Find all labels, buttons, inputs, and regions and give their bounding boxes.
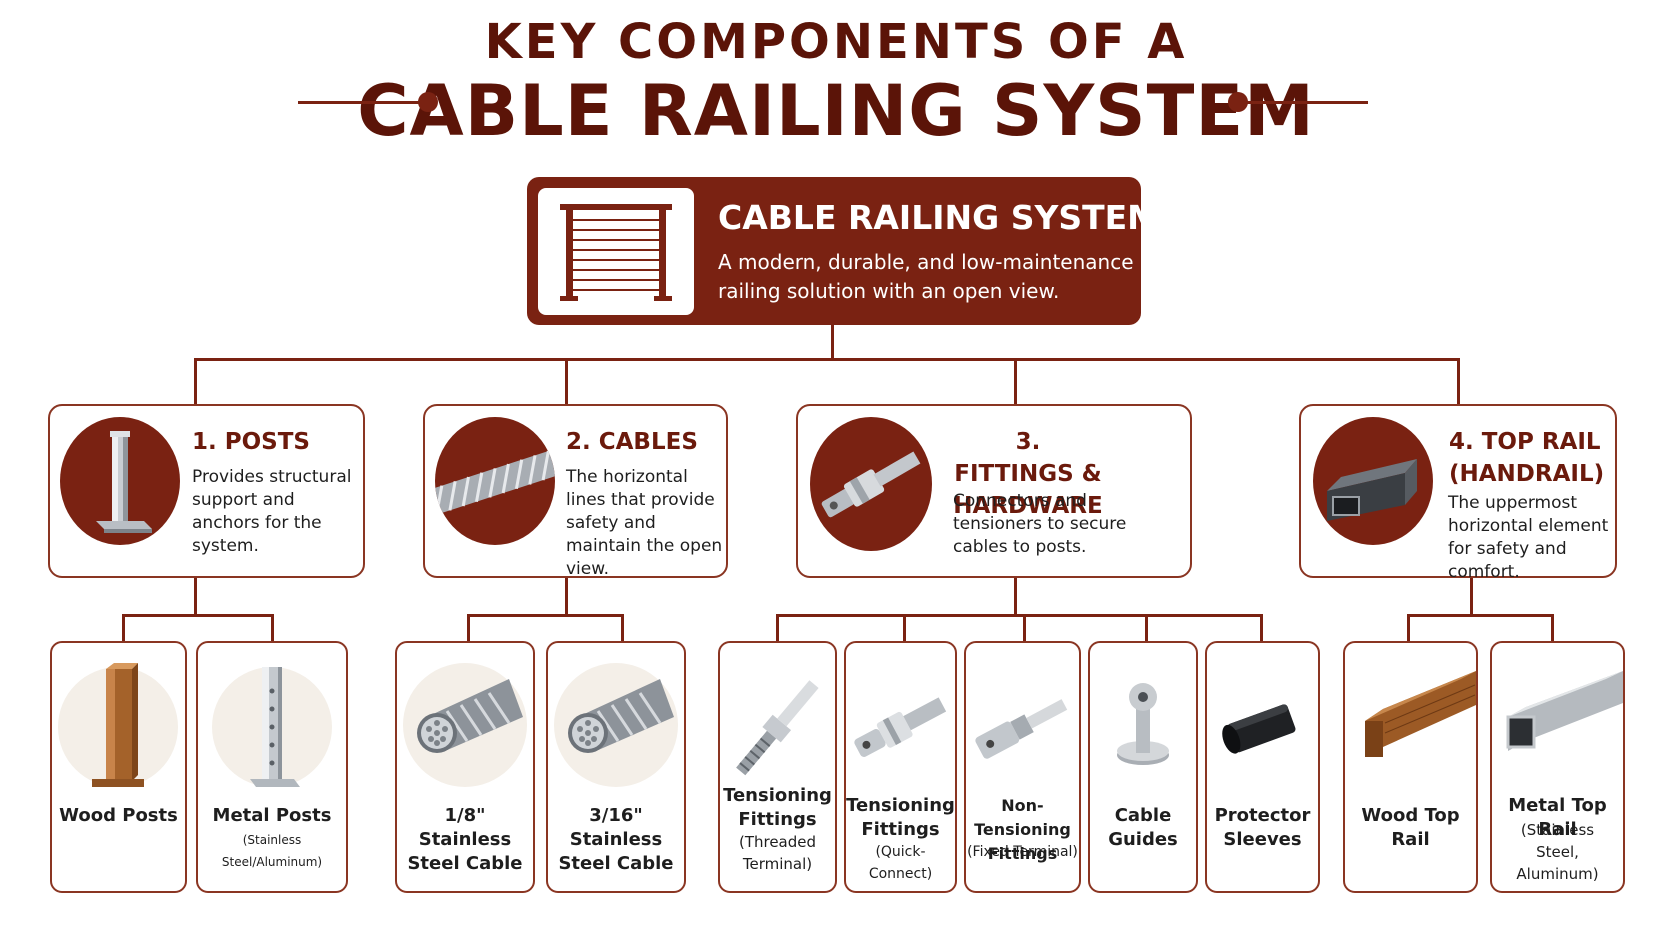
connector-fittings-down <box>1014 578 1017 615</box>
subitem-cable-1-8: 1/8" Stainless Steel Cable <box>395 641 535 893</box>
category-desc-top-rail: The uppermost horizontal element for saf… <box>1448 493 1609 582</box>
subitem-label: Wood Posts <box>59 805 178 826</box>
connector-fittings-bar <box>776 614 1263 617</box>
connector-metal-rail <box>1551 614 1554 642</box>
fitting-icon <box>810 417 932 551</box>
cable-icon <box>435 417 555 545</box>
connector-cables-down <box>565 578 568 615</box>
threaded-terminal-icon <box>720 651 835 801</box>
category-card-fittings: 3. FITTINGS & HARDWARE Connectors and te… <box>796 404 1192 578</box>
category-desc-fittings: Connectors and tensioners to secure cabl… <box>953 491 1127 557</box>
subitem-tensioning-threaded: Tensioning Fittings (Threaded Terminal) <box>718 641 837 893</box>
category-card-top-rail: 4. TOP RAIL (HANDRAIL) The uppermost hor… <box>1299 404 1617 582</box>
cable-guide-icon <box>1090 651 1196 801</box>
title-divider-left <box>298 101 424 104</box>
subitem-note: (Stainless Steel, Aluminum) <box>1516 821 1599 883</box>
fixed-terminal-icon <box>966 651 1079 801</box>
connector-fitting-5 <box>1260 614 1263 642</box>
subitem-label: Protector Sleeves <box>1214 805 1311 850</box>
connector-cables-bar <box>467 614 624 617</box>
quick-connect-icon <box>846 651 955 801</box>
wood-post-icon <box>52 651 185 801</box>
sleeve-icon <box>1207 651 1318 801</box>
subitem-metal-posts: Metal Posts (Stainless Steel/Aluminum) <box>196 641 348 893</box>
hero-title: CABLE RAILING SYSTEM <box>718 198 1161 237</box>
cable-strand-icon <box>397 651 533 801</box>
connector-posts-bar <box>122 614 274 617</box>
rail-tube-icon <box>1313 417 1433 545</box>
connector-hero-down <box>831 325 834 360</box>
subitem-note: (Stainless Steel/Aluminum) <box>221 833 323 869</box>
connector-fitting-3 <box>1023 614 1026 642</box>
category-desc-posts: Provides structural support and anchors … <box>192 467 352 556</box>
connector-posts <box>194 358 197 405</box>
cable-strand-icon <box>548 651 684 801</box>
metal-post-icon <box>198 651 346 801</box>
category-desc-cables: The horizontal lines that provide safety… <box>566 467 723 579</box>
post-icon <box>60 417 180 545</box>
title-dot-right <box>1228 92 1248 112</box>
subitem-label: 3/16" Stainless Steel Cable <box>558 805 674 874</box>
connector-top-rail-down <box>1470 578 1473 615</box>
cable-railing-icon <box>538 188 694 315</box>
subitem-label: Metal Top Rail <box>1508 795 1607 840</box>
subitem-non-tensioning: Non-Tensioning Fittings (Fixed Terminal) <box>964 641 1081 893</box>
subitem-tensioning-quick: Tensioning Fittings (Quick-Connect) <box>844 641 957 893</box>
category-title-cables: 2. CABLES <box>566 429 698 455</box>
connector-wood-rail <box>1407 614 1410 642</box>
subitem-wood-top-rail: Wood Top Rail <box>1343 641 1478 893</box>
metal-rail-icon <box>1492 651 1623 801</box>
connector-posts-down <box>194 578 197 615</box>
connector-fitting-4 <box>1145 614 1148 642</box>
subitem-cable-3-16: 3/16" Stainless Steel Cable <box>546 641 686 893</box>
category-title-top-rail: 4. TOP RAIL (HANDRAIL) <box>1449 429 1605 487</box>
hero-description: A modern, durable, and low-maintenance r… <box>718 250 1134 303</box>
connector-wood-posts <box>122 614 125 642</box>
connector-fitting-2 <box>903 614 906 642</box>
subitem-metal-top-rail: Metal Top Rail (Stainless Steel, Aluminu… <box>1490 641 1625 893</box>
category-title-posts: 1. POSTS <box>192 429 310 455</box>
category-card-cables: 2. CABLES The horizontal lines that prov… <box>423 404 728 579</box>
title-line-1: KEY COMPONENTS OF A <box>484 14 1188 70</box>
subitem-label: Non-Tensioning Fittings <box>974 796 1071 863</box>
subitem-label: Cable Guides <box>1108 805 1178 850</box>
connector-top-rail <box>1457 358 1460 405</box>
connector-cable-18 <box>467 614 470 642</box>
subitem-label: Metal Posts <box>212 805 332 826</box>
subitem-wood-posts: Wood Posts <box>50 641 187 893</box>
subitem-label: Tensioning Fittings <box>846 795 955 840</box>
connector-cable-316 <box>621 614 624 642</box>
subitem-note: (Threaded Terminal) <box>738 833 817 873</box>
category-title-fittings: 3. FITTINGS & HARDWARE <box>953 429 1103 519</box>
title-divider-right <box>1244 101 1368 104</box>
connector-fittings <box>1014 358 1017 405</box>
connector-top-rail-bar <box>1407 614 1554 617</box>
connector-fitting-1 <box>776 614 779 642</box>
category-card-posts: 1. POSTS Provides structural support and… <box>48 404 365 578</box>
subitem-label: 1/8" Stainless Steel Cable <box>407 805 523 874</box>
subitem-label: Tensioning Fittings <box>723 785 832 830</box>
title-dot-left <box>418 92 438 112</box>
title-line-2: CABLE RAILING SYSTEM <box>357 70 1315 152</box>
subitem-note: (Fixed Terminal) <box>967 844 1078 860</box>
connector-metal-posts <box>271 614 274 642</box>
connector-cables <box>565 358 568 405</box>
subitem-note: (Quick-Connect) <box>868 844 933 882</box>
subitem-label: Wood Top Rail <box>1361 805 1460 850</box>
subitem-cable-guides: Cable Guides <box>1088 641 1198 893</box>
wood-rail-icon <box>1345 651 1476 801</box>
connector-category-bar <box>194 358 1460 361</box>
subitem-protector-sleeves: Protector Sleeves <box>1205 641 1320 893</box>
